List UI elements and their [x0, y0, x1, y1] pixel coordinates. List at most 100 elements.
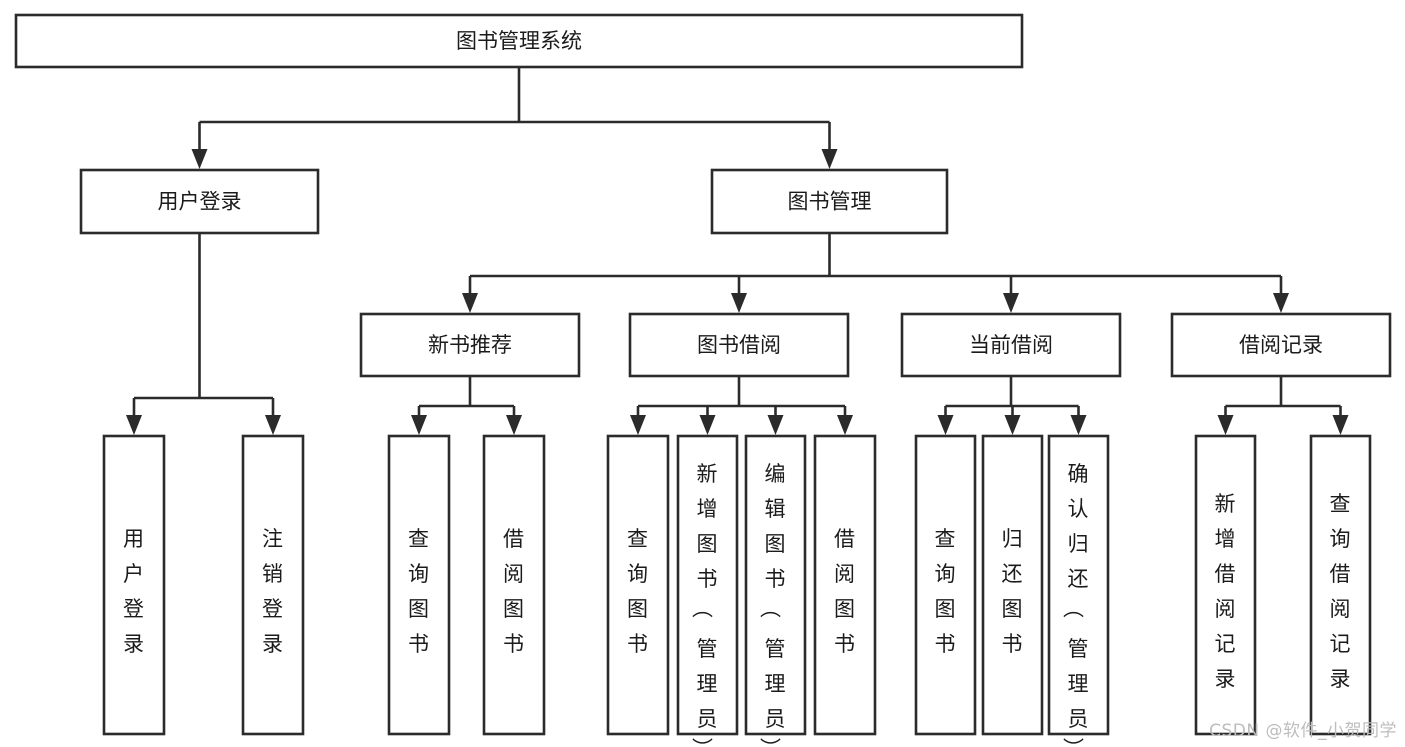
- node-label-char: 还: [1002, 562, 1024, 586]
- node-label-char: 管: [765, 637, 787, 661]
- node-label-char: 图: [1002, 597, 1024, 621]
- node-box[interactable]: [79, 168, 320, 235]
- node-book-borrow[interactable]: 图书借阅: [628, 312, 850, 378]
- node-box[interactable]: [628, 312, 850, 378]
- node-new-book-rec[interactable]: 新书推荐: [359, 312, 581, 378]
- node-box[interactable]: [606, 434, 670, 736]
- node-label-char: 归: [1002, 527, 1024, 551]
- node-label-char: 辑: [765, 497, 787, 521]
- node-label-char: 图: [834, 597, 856, 621]
- node-box[interactable]: [102, 434, 166, 736]
- node-label-char: 录: [123, 632, 145, 656]
- node-label-char: 借: [834, 527, 856, 551]
- node-label-char: ）: [1061, 737, 1085, 747]
- arrow-head-icon: [1217, 415, 1234, 435]
- node-label-char: 登: [123, 597, 145, 621]
- node-label-char: 管: [697, 637, 719, 661]
- node-label: 图书管理系统: [456, 29, 582, 53]
- node-label-char: 询: [935, 562, 957, 586]
- node-label-char: 书: [1002, 632, 1024, 656]
- node-user-login[interactable]: 用户登录: [79, 168, 320, 235]
- node-box[interactable]: [1170, 312, 1392, 378]
- node-label-char: 注: [262, 527, 284, 551]
- node-label-char: 书: [408, 632, 430, 656]
- node-label-char: 图: [935, 597, 957, 621]
- node-label-char: 新: [1215, 492, 1237, 516]
- node-label: 图书借阅: [697, 333, 781, 357]
- node-box[interactable]: [387, 434, 451, 736]
- arrow-head-icon: [731, 293, 747, 313]
- node-label-char: 理: [765, 672, 787, 696]
- node-label-char: 借: [1330, 562, 1352, 586]
- node-label-char: 书: [834, 632, 856, 656]
- arrow-head-icon: [767, 415, 784, 435]
- node-label-char: 书: [935, 632, 957, 656]
- node-label: 当前借阅: [969, 333, 1053, 357]
- node-box[interactable]: [1194, 434, 1257, 736]
- node-box[interactable]: [359, 312, 581, 378]
- node-box[interactable]: [241, 434, 305, 736]
- node-box[interactable]: [744, 434, 807, 736]
- node-root-图书管理系统[interactable]: 图书管理系统: [14, 13, 1024, 69]
- arrow-head-icon: [191, 149, 208, 169]
- node-label-char: 增: [697, 497, 719, 521]
- node-label-char: 登: [262, 597, 284, 621]
- arrow-head-icon: [630, 415, 646, 435]
- node-label-char: 图: [697, 532, 719, 556]
- arrow-head-icon: [506, 415, 522, 435]
- arrow-head-icon: [837, 415, 853, 435]
- node-label-char: （: [690, 597, 714, 619]
- node-book-manage[interactable]: 图书管理: [710, 168, 949, 235]
- node-label-char: 管: [1068, 637, 1090, 661]
- node-leaf-user-login[interactable]: 用户登录: [102, 434, 166, 736]
- node-box[interactable]: [981, 434, 1044, 736]
- node-layer: 图书管理系统用户登录图书管理新书推荐图书借阅当前借阅借阅记录用户登录注销登录查询…: [14, 13, 1392, 747]
- node-label-char: 录: [1215, 667, 1237, 691]
- node-label-char: 新: [697, 462, 719, 486]
- node-label-char: 员: [697, 707, 719, 731]
- node-label: 图书管理: [788, 190, 872, 214]
- node-label: 用户登录: [158, 190, 242, 214]
- node-box[interactable]: [813, 434, 877, 736]
- node-label-char: 询: [627, 562, 649, 586]
- node-label-char: 还: [1068, 567, 1090, 591]
- node-box[interactable]: [14, 13, 1024, 69]
- node-box[interactable]: [1309, 434, 1372, 736]
- node-box[interactable]: [914, 434, 977, 736]
- node-box[interactable]: [482, 434, 546, 736]
- node-label-char: 书: [503, 632, 525, 656]
- node-label-char: 书: [697, 567, 719, 591]
- node-label-char: 查: [935, 527, 957, 551]
- connector-layer: [126, 67, 1349, 435]
- node-box[interactable]: [676, 434, 739, 736]
- node-box[interactable]: [1047, 434, 1110, 736]
- node-label-char: 归: [1068, 532, 1090, 556]
- node-box[interactable]: [710, 168, 949, 235]
- node-label-char: 图: [408, 597, 430, 621]
- arrow-head-icon: [1004, 415, 1021, 435]
- node-label-char: 员: [765, 707, 787, 731]
- node-borrow-record[interactable]: 借阅记录: [1170, 312, 1392, 378]
- node-current-borrow[interactable]: 当前借阅: [900, 312, 1122, 378]
- node-label-char: 阅: [503, 562, 525, 586]
- node-label-char: 确: [1068, 462, 1090, 486]
- arrow-head-icon: [1273, 293, 1289, 313]
- node-box[interactable]: [900, 312, 1122, 378]
- node-label-char: 理: [697, 672, 719, 696]
- node-label-char: 认: [1068, 497, 1090, 521]
- node-label-char: 销: [262, 562, 284, 586]
- arrow-head-icon: [1003, 293, 1019, 313]
